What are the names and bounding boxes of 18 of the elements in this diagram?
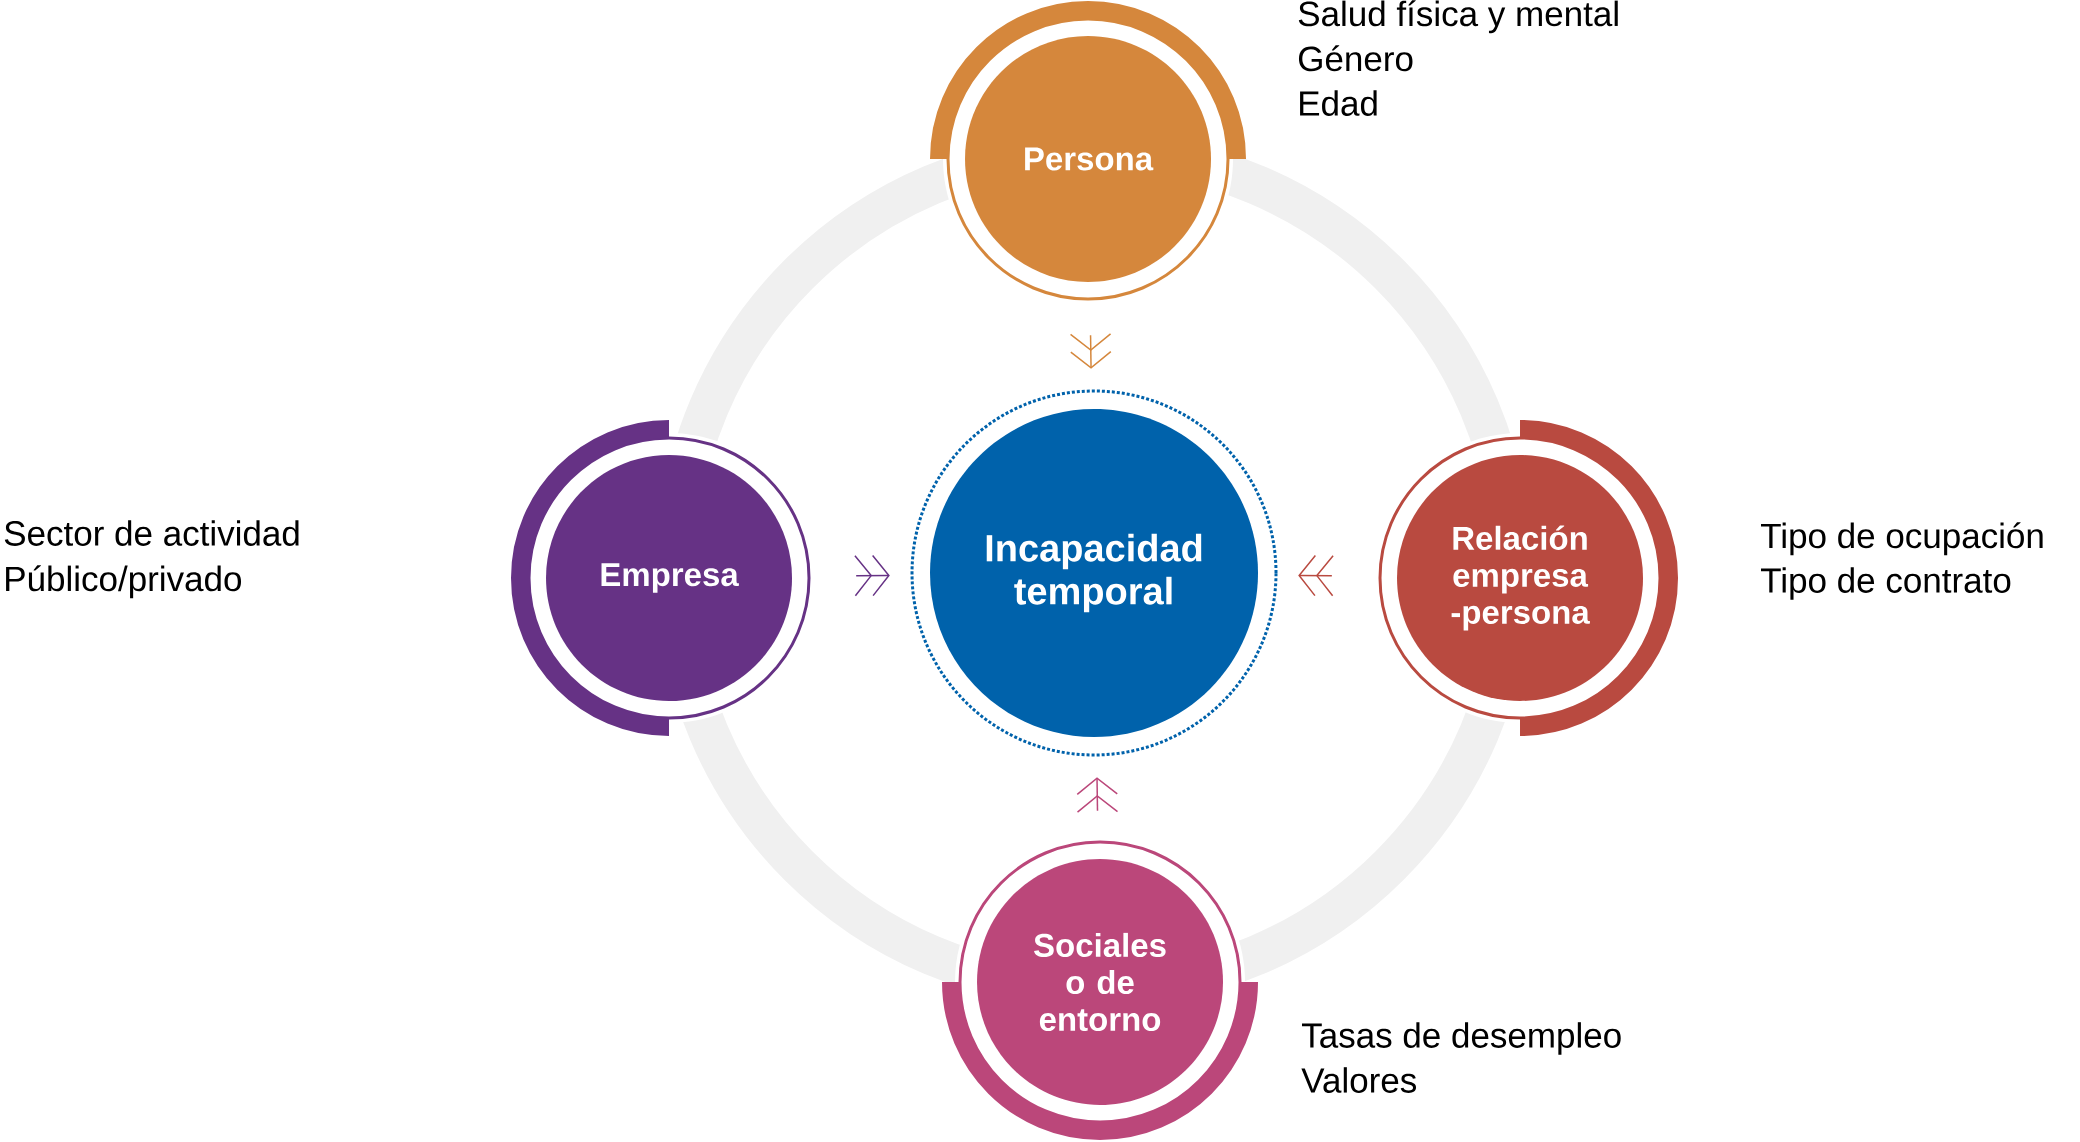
- side-note: Sector de actividad: [4, 520, 299, 546]
- circle-node: Incapacidad temporal: [908, 387, 1280, 759]
- node-label: Empresa: [601, 563, 739, 593]
- circle-node: Sociales o de entorno: [942, 837, 1258, 1140]
- side-note: Género: [1298, 45, 1413, 72]
- side-note: Tasas de desempleo: [1302, 1022, 1621, 1055]
- circle-node: Empresa: [511, 420, 814, 736]
- side-note: Tipo de contrato: [1761, 567, 2011, 600]
- side-note: Edad: [1300, 90, 1377, 116]
- side-note: Tipo de ocupación: [1761, 522, 2043, 556]
- circle-node: Relación empresa -persona: [1375, 420, 1678, 736]
- side-note: Público/privado: [6, 565, 241, 599]
- side-note: Valores: [1301, 1067, 1416, 1093]
- circle-node: Persona: [930, 1, 1246, 304]
- node-label: Persona: [1025, 147, 1154, 171]
- node-label: Sociales o de entorno: [1034, 932, 1166, 1032]
- node-label: Relación empresa -persona: [1451, 525, 1590, 631]
- side-note: Salud física y mental: [1298, 0, 1618, 34]
